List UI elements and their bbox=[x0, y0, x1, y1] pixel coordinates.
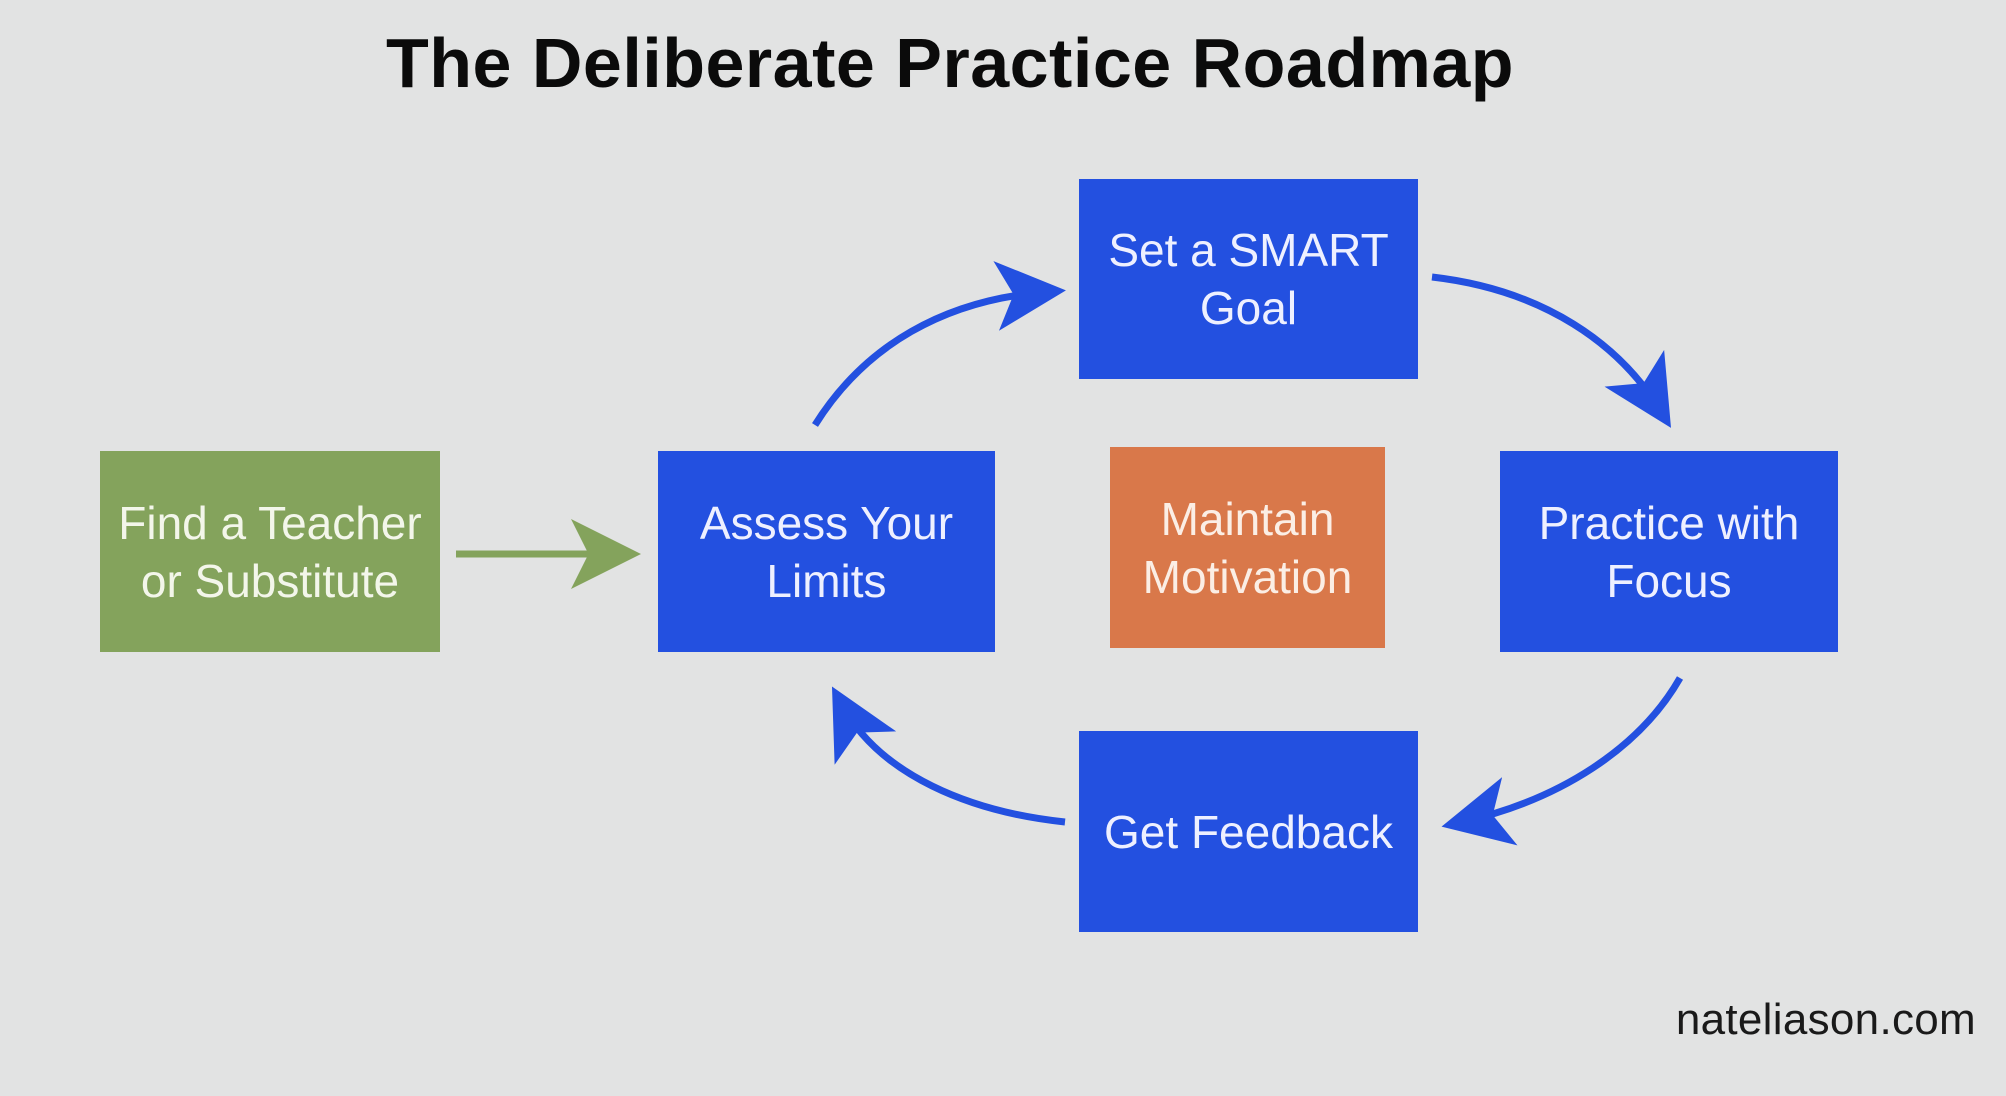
node-practice-focus-line2: Focus bbox=[1606, 554, 1732, 607]
node-smart-goal-line2: Goal bbox=[1199, 282, 1298, 334]
node-assess-limits: Assess Your Limits bbox=[658, 451, 995, 652]
watermark-text: nateliason.com bbox=[1675, 995, 1976, 1044]
arrow-practice-to-feedback bbox=[1441, 676, 1684, 846]
node-find-teacher-line2: or Substitute bbox=[140, 554, 400, 607]
node-get-feedback: Get Feedback bbox=[1079, 731, 1418, 932]
node-maintain-motivation: Maintain Motivation bbox=[1110, 447, 1385, 648]
node-practice-focus-line1: Practice with bbox=[1538, 496, 1800, 549]
node-smart-goal: Set a SMART Goal bbox=[1079, 179, 1418, 379]
arrow-feedback-to-assess bbox=[831, 686, 1066, 826]
arrow-assess-to-goal bbox=[812, 261, 1066, 427]
node-maintain-motivation-line1: Maintain bbox=[1160, 492, 1335, 545]
page-title: The Deliberate Practice Roadmap bbox=[385, 24, 1515, 102]
node-practice-focus: Practice with Focus bbox=[1500, 451, 1838, 652]
node-assess-limits-line1: Assess Your bbox=[699, 496, 954, 549]
node-smart-goal-line1: Set a SMART bbox=[1108, 224, 1389, 276]
node-find-teacher-line1: Find a Teacher bbox=[118, 496, 422, 549]
node-maintain-motivation-line2: Motivation bbox=[1142, 550, 1353, 603]
arrow-goal-to-practice bbox=[1431, 273, 1672, 428]
node-assess-limits-line2: Limits bbox=[766, 554, 887, 607]
node-find-teacher: Find a Teacher or Substitute bbox=[100, 451, 440, 652]
node-get-feedback-line1: Get Feedback bbox=[1104, 805, 1393, 858]
